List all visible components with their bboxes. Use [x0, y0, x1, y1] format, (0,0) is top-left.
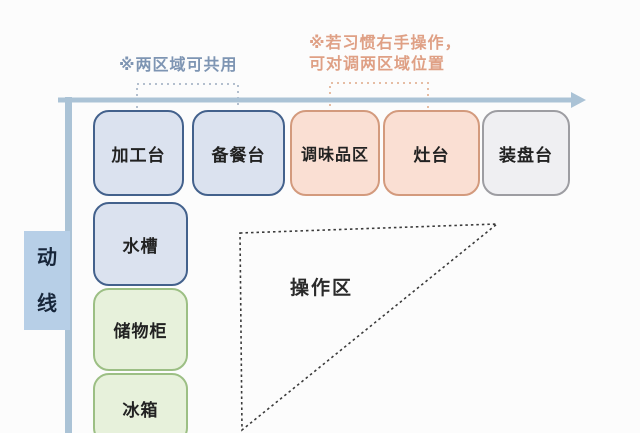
- swap-areas-note-line1: ※若习惯右手操作，: [309, 35, 462, 52]
- station-plating-counter: 装盘台: [482, 110, 570, 196]
- station-label: 调味品区: [300, 147, 369, 164]
- station-label: 备餐台: [211, 145, 266, 165]
- swap-areas-note: ※若习惯右手操作， 可对调两区域位置: [309, 33, 462, 75]
- swap-note-connector-line: [329, 82, 429, 112]
- station-sink: 水槽: [93, 202, 188, 286]
- station-label: 储物柜: [113, 322, 168, 341]
- station-fridge: 冰箱: [93, 373, 188, 433]
- station-label: 冰箱: [122, 401, 159, 420]
- station-seasoning-area: 调味品区: [290, 110, 380, 196]
- shared-note-connector-line: [136, 83, 239, 108]
- station-processing-counter: 加工台: [93, 110, 184, 196]
- station-label: 装盘台: [499, 145, 553, 165]
- work-area-label: 操作区: [290, 278, 354, 299]
- flow-line-label: 动线: [24, 231, 70, 330]
- station-label: 加工台: [111, 145, 166, 165]
- station-storage-cabinet: 储物柜: [93, 288, 188, 371]
- station-label: 灶台: [413, 145, 450, 165]
- shared-areas-note: ※两区域可共用: [119, 55, 238, 76]
- work-area-triangle: [239, 223, 500, 432]
- station-stove: 灶台: [383, 110, 480, 196]
- shared-areas-note-text: ※两区域可共用: [119, 57, 238, 74]
- flow-arrow-head-icon: [571, 92, 586, 108]
- station-prep-counter: 备餐台: [192, 110, 285, 196]
- station-label: 水槽: [122, 236, 159, 256]
- swap-areas-note-line2: 可对调两区域位置: [309, 56, 446, 73]
- flow-line-label-text: 动线: [37, 246, 57, 315]
